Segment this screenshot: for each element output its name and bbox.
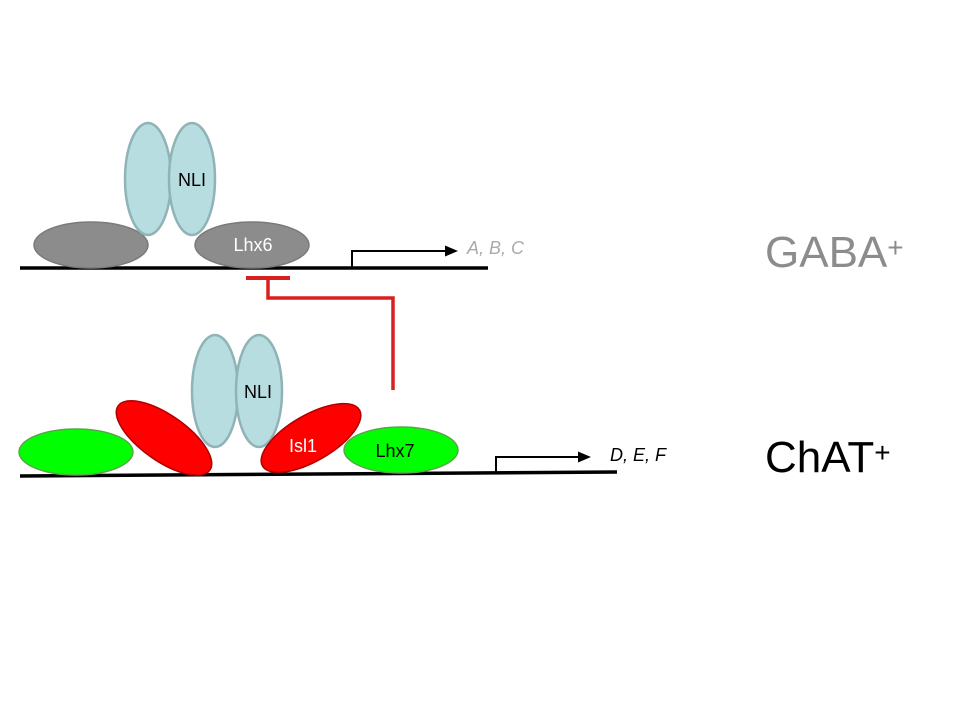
chat-superscript: + xyxy=(874,437,891,468)
chat-name: ChAT xyxy=(765,433,875,482)
gaba-promoter-arrowhead xyxy=(445,245,458,257)
isl1-label: Isl1 xyxy=(289,436,317,456)
chat-complex: NLI Isl1 Lhx7 D, E, F xyxy=(18,333,667,478)
gaba-cell-type-label: GABA+ xyxy=(765,228,904,278)
gaba-complex: NLI Lhx6 A, B, C xyxy=(20,121,525,270)
gaba-superscript: + xyxy=(887,232,904,263)
gaba-promoter-arrow xyxy=(351,250,446,267)
chat-target-genes: D, E, F xyxy=(610,445,667,465)
chat-nli-left xyxy=(190,333,240,449)
red-factor-left xyxy=(115,400,213,476)
lhx7-factor xyxy=(343,426,459,474)
lhx6-factor xyxy=(194,221,310,269)
chat-promoter-arrow xyxy=(495,456,579,473)
chat-cell-type-label: ChAT+ xyxy=(765,433,891,483)
gaba-name: GABA xyxy=(765,228,888,277)
isl1-factor xyxy=(260,402,362,474)
green-factor-left xyxy=(18,428,134,476)
chat-nli-right xyxy=(234,333,284,449)
grey-factor xyxy=(33,221,149,269)
repression-line xyxy=(246,276,395,390)
chat-nli-label: NLI xyxy=(244,382,272,402)
lhx7-label: Lhx7 xyxy=(375,441,414,461)
chat-promoter-arrowhead xyxy=(578,451,591,463)
gaba-nli-left xyxy=(123,121,173,237)
gaba-nli-right xyxy=(167,121,217,237)
gaba-nli-label: NLI xyxy=(178,170,206,190)
lhx6-label: Lhx6 xyxy=(233,235,272,255)
gaba-target-genes: A, B, C xyxy=(466,238,525,258)
chat-dna-strand xyxy=(19,470,618,478)
